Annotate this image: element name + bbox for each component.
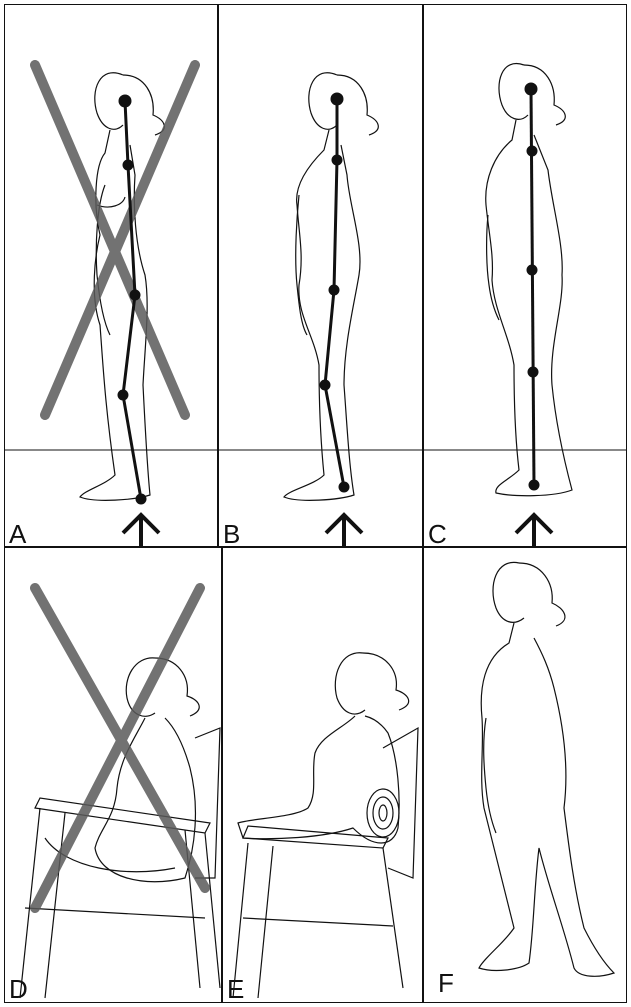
- up-arrow-icon: [123, 515, 159, 547]
- panel-label: A: [9, 521, 26, 547]
- panel-label: B: [223, 521, 240, 547]
- plumb-line: [321, 94, 348, 491]
- up-arrow-icon: [326, 515, 362, 547]
- standing-figure-c: [424, 5, 627, 547]
- standing-figure-b: [219, 5, 423, 547]
- panel-label: E: [227, 976, 244, 1002]
- supported-sitting-figure: [223, 548, 423, 1003]
- slouched-sitting-figure: [5, 548, 222, 1003]
- panel-e: E: [222, 547, 423, 1003]
- panel-d: D: [4, 547, 222, 1003]
- crossed-out-mark: [35, 65, 195, 415]
- panel-label: F: [438, 970, 454, 996]
- panel-label: D: [9, 976, 28, 1002]
- panel-label: C: [428, 521, 447, 547]
- panel-b: B: [218, 4, 423, 547]
- plumb-line: [526, 84, 538, 489]
- crossed-out-mark: [35, 588, 205, 908]
- panel-c: C: [423, 4, 627, 547]
- panel-a: A: [4, 4, 218, 547]
- panel-f: F: [423, 547, 627, 1003]
- walking-figure: [424, 548, 627, 1003]
- up-arrow-icon: [516, 515, 552, 547]
- standing-figure-a: [5, 5, 218, 547]
- lumbar-support-cushion: [367, 789, 399, 837]
